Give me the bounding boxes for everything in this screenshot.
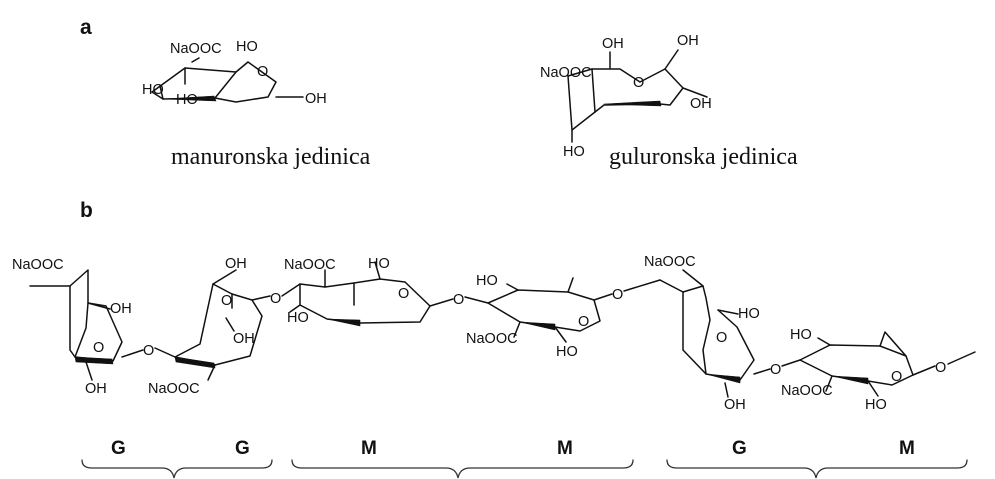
m1-ho: HO <box>287 310 309 326</box>
g1-oh: OH <box>110 301 132 317</box>
brace-mm <box>291 459 634 479</box>
caption-guluronic: guluronska jedinica <box>609 144 798 170</box>
guluronic-unit: NaOOC OH O OH OH HO <box>540 33 712 160</box>
chain-residue-g2: OH O OH NaOOC O <box>148 256 301 397</box>
g1-ring-o: O <box>93 340 104 356</box>
chain-residue-g3: NaOOC HO O OH O <box>644 254 801 413</box>
g2-oh: OH <box>233 331 255 347</box>
mannuronic-ring-ho: HO <box>236 39 258 55</box>
m1-naooc: NaOOC <box>284 257 336 273</box>
guluronic-oh-anomeric: OH <box>677 33 699 49</box>
g3-oh-bottom: OH <box>724 397 746 413</box>
g3-ring-o: O <box>716 330 727 346</box>
block-letter-6: M <box>899 438 915 459</box>
mannuronic-ho-2: HO <box>176 92 198 108</box>
mannuronic-oh: OH <box>305 91 327 107</box>
m2-naooc: NaOOC <box>466 331 518 347</box>
link-o-4: O <box>612 287 623 303</box>
brace-gm <box>666 459 968 479</box>
mannuronic-naooc: NaOOC <box>170 41 222 57</box>
block-letter-2: G <box>235 438 250 459</box>
g2-ring-o: O <box>221 293 232 309</box>
m2-ring-o: O <box>578 314 589 330</box>
m3-naooc: NaOOC <box>781 383 833 399</box>
block-letter-3: M <box>361 438 377 459</box>
brace-gg <box>81 459 273 479</box>
m1-ring-o: O <box>398 286 409 302</box>
chain-residue-m2: HO O NaOOC HO O <box>466 273 661 360</box>
caption-mannuronic: manuronska jedinica <box>171 144 371 170</box>
link-o-5: O <box>770 362 781 378</box>
m1-ho-top: HO <box>368 256 390 272</box>
panel-b-label: b <box>80 199 93 222</box>
g2-naooc: NaOOC <box>148 381 200 397</box>
guluronic-oh-top: OH <box>602 36 624 52</box>
g1-oh-bottom: OH <box>85 381 107 397</box>
chain-residue-m3: HO O NaOOC HO O <box>781 327 976 413</box>
guluronic-oh-right: OH <box>690 96 712 112</box>
m3-ho: HO <box>865 397 887 413</box>
panel-a-label: a <box>80 16 92 39</box>
m3-ring-o: O <box>891 369 902 385</box>
chain-residue-g1: NaOOC OH O OH O <box>12 257 176 397</box>
guluronic-ho-bottom: HO <box>563 144 585 160</box>
m3-ho-top: HO <box>790 327 812 343</box>
m2-ho: HO <box>556 344 578 360</box>
m2-ho-top: HO <box>476 273 498 289</box>
block-letter-4: M <box>557 438 573 459</box>
block-letter-5: G <box>732 438 747 459</box>
g1-naooc: NaOOC <box>12 257 64 273</box>
guluronic-ring-o: O <box>633 75 644 91</box>
mannuronic-ho-1: HO <box>142 82 164 98</box>
guluronic-naooc: NaOOC <box>540 65 592 81</box>
chain-residue-m1: NaOOC HO O HO O <box>284 256 489 327</box>
block-letter-1: G <box>111 438 126 459</box>
link-o-2: O <box>270 291 281 307</box>
g3-ho: HO <box>738 306 760 322</box>
mannuronic-unit: NaOOC HO O HO HO OH <box>142 39 327 108</box>
mannuronic-ring-o: O <box>257 64 268 80</box>
g2-oh-top: OH <box>225 256 247 272</box>
link-o-3: O <box>453 292 464 308</box>
chain-end-o: O <box>935 360 946 376</box>
link-o-1: O <box>143 343 154 359</box>
g3-naooc: NaOOC <box>644 254 696 270</box>
